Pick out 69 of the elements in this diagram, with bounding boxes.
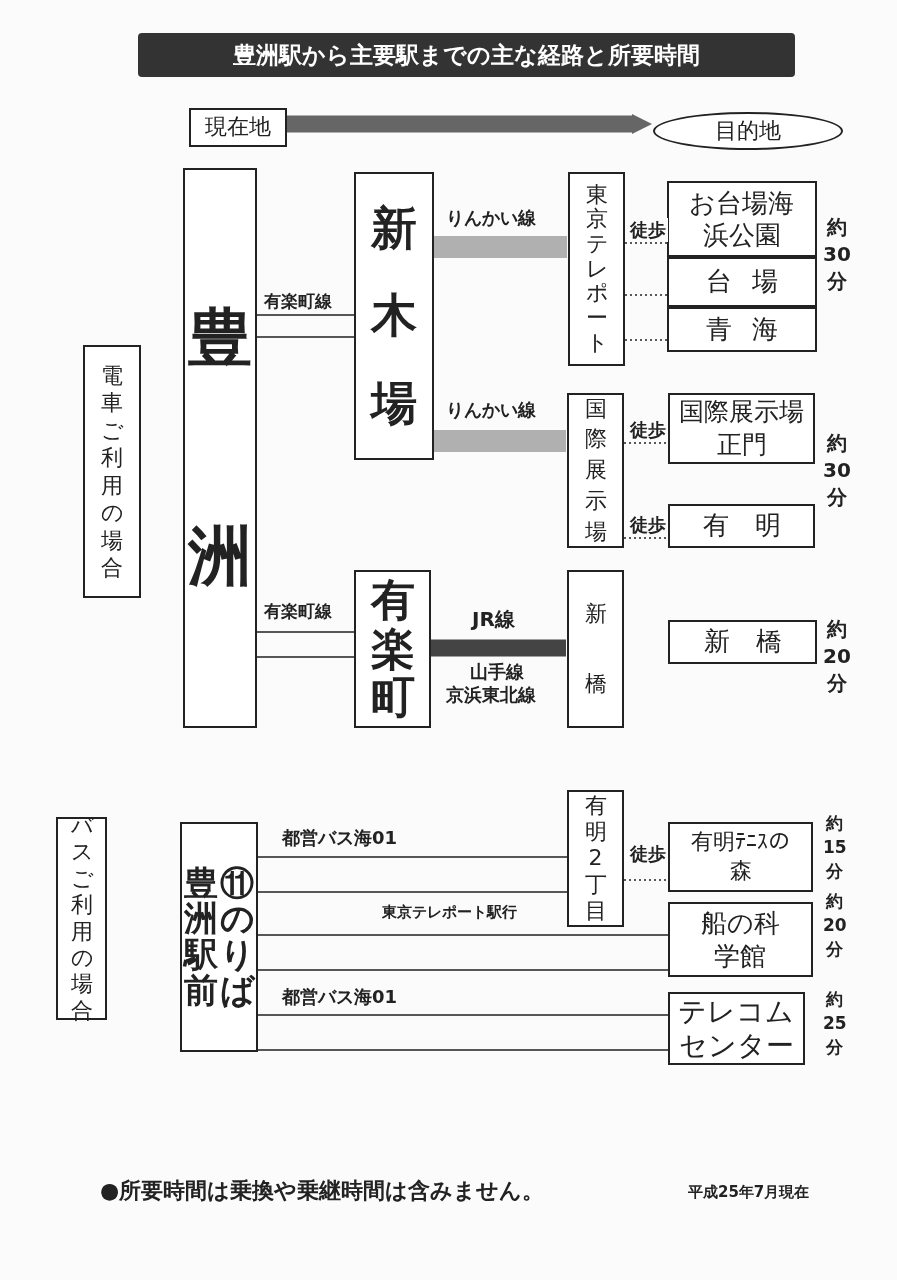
- category-box: [56, 817, 107, 1020]
- date-text: 平成25年7月現在: [688, 1183, 810, 1201]
- box-text: テレコムセンター: [677, 994, 796, 1063]
- vertical-text: 国際展示場: [584, 394, 607, 546]
- station-box: [354, 570, 431, 728]
- station-box: [183, 168, 257, 728]
- note-text: ●所要時間は乗換や乗継時間は含みません。: [100, 1178, 545, 1205]
- destination-box: [668, 822, 813, 892]
- box-text: お台場海浜公園: [688, 186, 796, 252]
- edge-label: 徒歩: [628, 218, 668, 242]
- edge-label: JR線: [470, 606, 517, 633]
- rail-line: [434, 236, 567, 258]
- arrow: [287, 113, 652, 135]
- route-line: [257, 934, 669, 971]
- box-text: 台場: [704, 266, 800, 298]
- station-box: [568, 172, 625, 366]
- bus-stop-box: [180, 822, 258, 1052]
- box-text: 有明: [701, 510, 807, 542]
- route-line: [256, 631, 355, 658]
- edge-label: 有楽町線: [262, 290, 334, 313]
- route-line: [257, 856, 568, 893]
- vertical-text: 有楽町: [370, 576, 415, 722]
- edge-label: 徒歩: [628, 842, 668, 866]
- duration-text: 約20分: [822, 616, 852, 697]
- box-text: 青海: [704, 313, 800, 346]
- station-box: [567, 570, 624, 728]
- vertical-text: 豊洲駅前: [184, 865, 218, 1009]
- duration-text: 約30分: [822, 430, 852, 511]
- destination-box: [668, 992, 805, 1065]
- station-box: [567, 393, 624, 548]
- line-name-text: 京浜東北線: [446, 683, 536, 707]
- box-text: 国際展示場正門: [678, 396, 805, 461]
- duration-text: 約25分: [822, 988, 848, 1059]
- destination-box: [667, 257, 817, 307]
- vertical-text: 有明2丁目: [584, 792, 607, 925]
- edge-label: 徒歩: [628, 418, 668, 442]
- vertical-text: 豊洲: [188, 300, 252, 595]
- destination-box: [668, 620, 817, 664]
- vertical-text: 電車ご利用の場合: [101, 361, 123, 582]
- box-text: 有明ﾃﾆｽの森: [691, 828, 790, 885]
- edge-label: 東京テレポート駅行: [380, 903, 519, 922]
- destination-box: [667, 307, 817, 352]
- box-text: 現在地: [205, 114, 271, 141]
- box-text: 新橋: [702, 626, 808, 658]
- vertical-text: 新橋: [584, 599, 607, 698]
- destination-box: [667, 181, 817, 257]
- category-box: [83, 345, 141, 598]
- vertical-text: 東京テレポート: [585, 182, 608, 356]
- edge-label: 有楽町線: [262, 600, 334, 623]
- edge-label: 徒歩: [628, 513, 668, 537]
- line-name-text: 山手線: [470, 660, 524, 684]
- rail-line: [431, 639, 566, 657]
- box-text: 目的地: [715, 117, 781, 145]
- destination-box: [668, 393, 815, 464]
- route-line: [256, 314, 355, 338]
- duration-text: 約20分: [822, 890, 848, 961]
- location-box: [189, 108, 287, 147]
- station-box: [354, 172, 434, 460]
- route-line: [257, 1014, 669, 1051]
- title-banner: 豊洲駅から主要駅までの主な経路と所要時間: [138, 33, 795, 77]
- duration-text: 約15分: [822, 812, 848, 883]
- rail-line: [434, 430, 566, 452]
- vertical-text: 新木場: [371, 199, 417, 432]
- box-text: 船の科学館: [700, 907, 781, 972]
- destination-box: [668, 902, 813, 977]
- duration-text: 約30分: [822, 214, 852, 295]
- bus-stop-box: [567, 790, 624, 927]
- vertical-text: ⑪のりば: [220, 865, 254, 1009]
- destination-box: [668, 504, 815, 548]
